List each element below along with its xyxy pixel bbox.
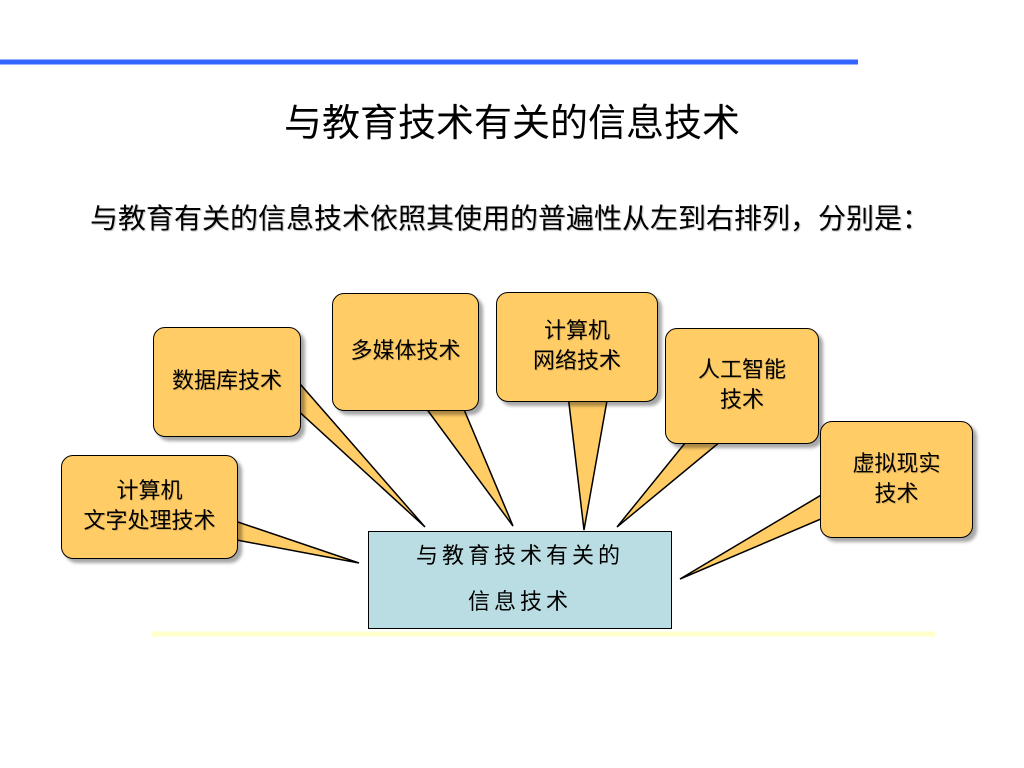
pointer-multimedia bbox=[418, 399, 514, 527]
center-line: 与教育技术有关的 bbox=[415, 544, 624, 569]
bubble-line: 计算机 bbox=[116, 479, 183, 504]
center-line: 信息技术 bbox=[467, 590, 572, 615]
bubble-word-processing: 计算机 文字处理技术 bbox=[61, 455, 238, 559]
pointer-word-processing bbox=[225, 516, 360, 564]
slide-title: 与教育技术有关的信息技术 bbox=[283, 101, 740, 145]
bubble-vr: 虚拟现实 技术 bbox=[820, 421, 973, 538]
bubble-line: 计算机 bbox=[543, 319, 610, 344]
bubble-line: 虚拟现实 bbox=[852, 451, 941, 477]
bubble-line: 技术 bbox=[874, 481, 919, 507]
bubble-line: 技术 bbox=[719, 388, 764, 413]
bubble-ai: 人工智能 技术 bbox=[665, 328, 819, 444]
bubble-line: 文字处理技术 bbox=[83, 509, 216, 534]
bubble-line: 网络技术 bbox=[532, 349, 621, 374]
center-box: 与教育技术有关的 信息技术 bbox=[368, 531, 672, 629]
pointer-vr bbox=[679, 489, 829, 580]
bubble-database: 数据库技术 bbox=[153, 327, 301, 437]
bubble-multimedia: 多媒体技术 bbox=[332, 293, 479, 411]
intro-text: 与教育有关的信息技术依照其使用的普遍性从左到右排列，分别是： bbox=[90, 202, 931, 235]
bubble-line: 人工智能 bbox=[697, 358, 786, 383]
bubble-network: 计算机 网络技术 bbox=[496, 292, 658, 402]
bubble-line: 数据库技术 bbox=[171, 369, 282, 394]
pointer-network bbox=[567, 394, 609, 531]
bubble-line: 多媒体技术 bbox=[350, 339, 461, 364]
pointer-ai bbox=[616, 431, 735, 528]
